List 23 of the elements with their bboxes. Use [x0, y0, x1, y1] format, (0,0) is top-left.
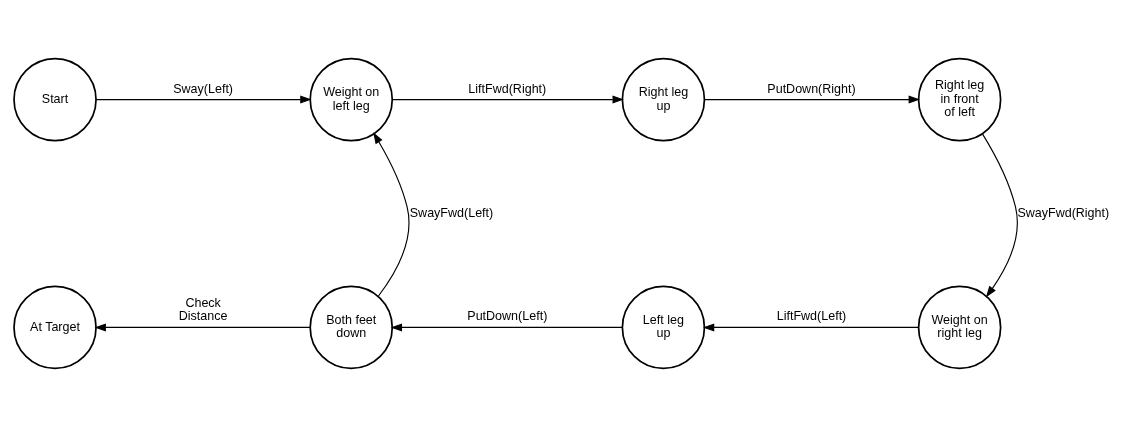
node-circle: Right leg up	[621, 57, 706, 142]
edge-label: LiftFwd(Right)	[468, 81, 547, 96]
node-circle: Left leg up	[621, 285, 706, 370]
arrow	[94, 323, 311, 332]
arrow	[702, 323, 919, 332]
node-circle: Both feet down	[309, 285, 394, 370]
arrow	[391, 95, 624, 104]
arrow	[95, 95, 312, 104]
arrow	[390, 323, 623, 332]
node-circle: Weight on left leg	[309, 57, 394, 142]
arrow	[704, 95, 921, 104]
arrow	[981, 133, 1018, 298]
node-circle: Right leg in front of left	[917, 57, 1002, 142]
edge-label: PutDown(Right)	[767, 81, 856, 96]
edge-label: Sway(Left)	[173, 81, 234, 96]
arrow	[373, 132, 410, 297]
node-circle: Start	[13, 57, 97, 142]
node-circle: At Target	[13, 285, 97, 370]
edge-label: SwayFwd(Right)	[1017, 205, 1110, 220]
edge-label: SwayFwd(Left)	[409, 205, 494, 220]
edge-label: PutDown(Left)	[467, 309, 548, 324]
edge-label: Check Distance	[178, 295, 228, 324]
edge-label: LiftFwd(Left)	[776, 309, 847, 324]
